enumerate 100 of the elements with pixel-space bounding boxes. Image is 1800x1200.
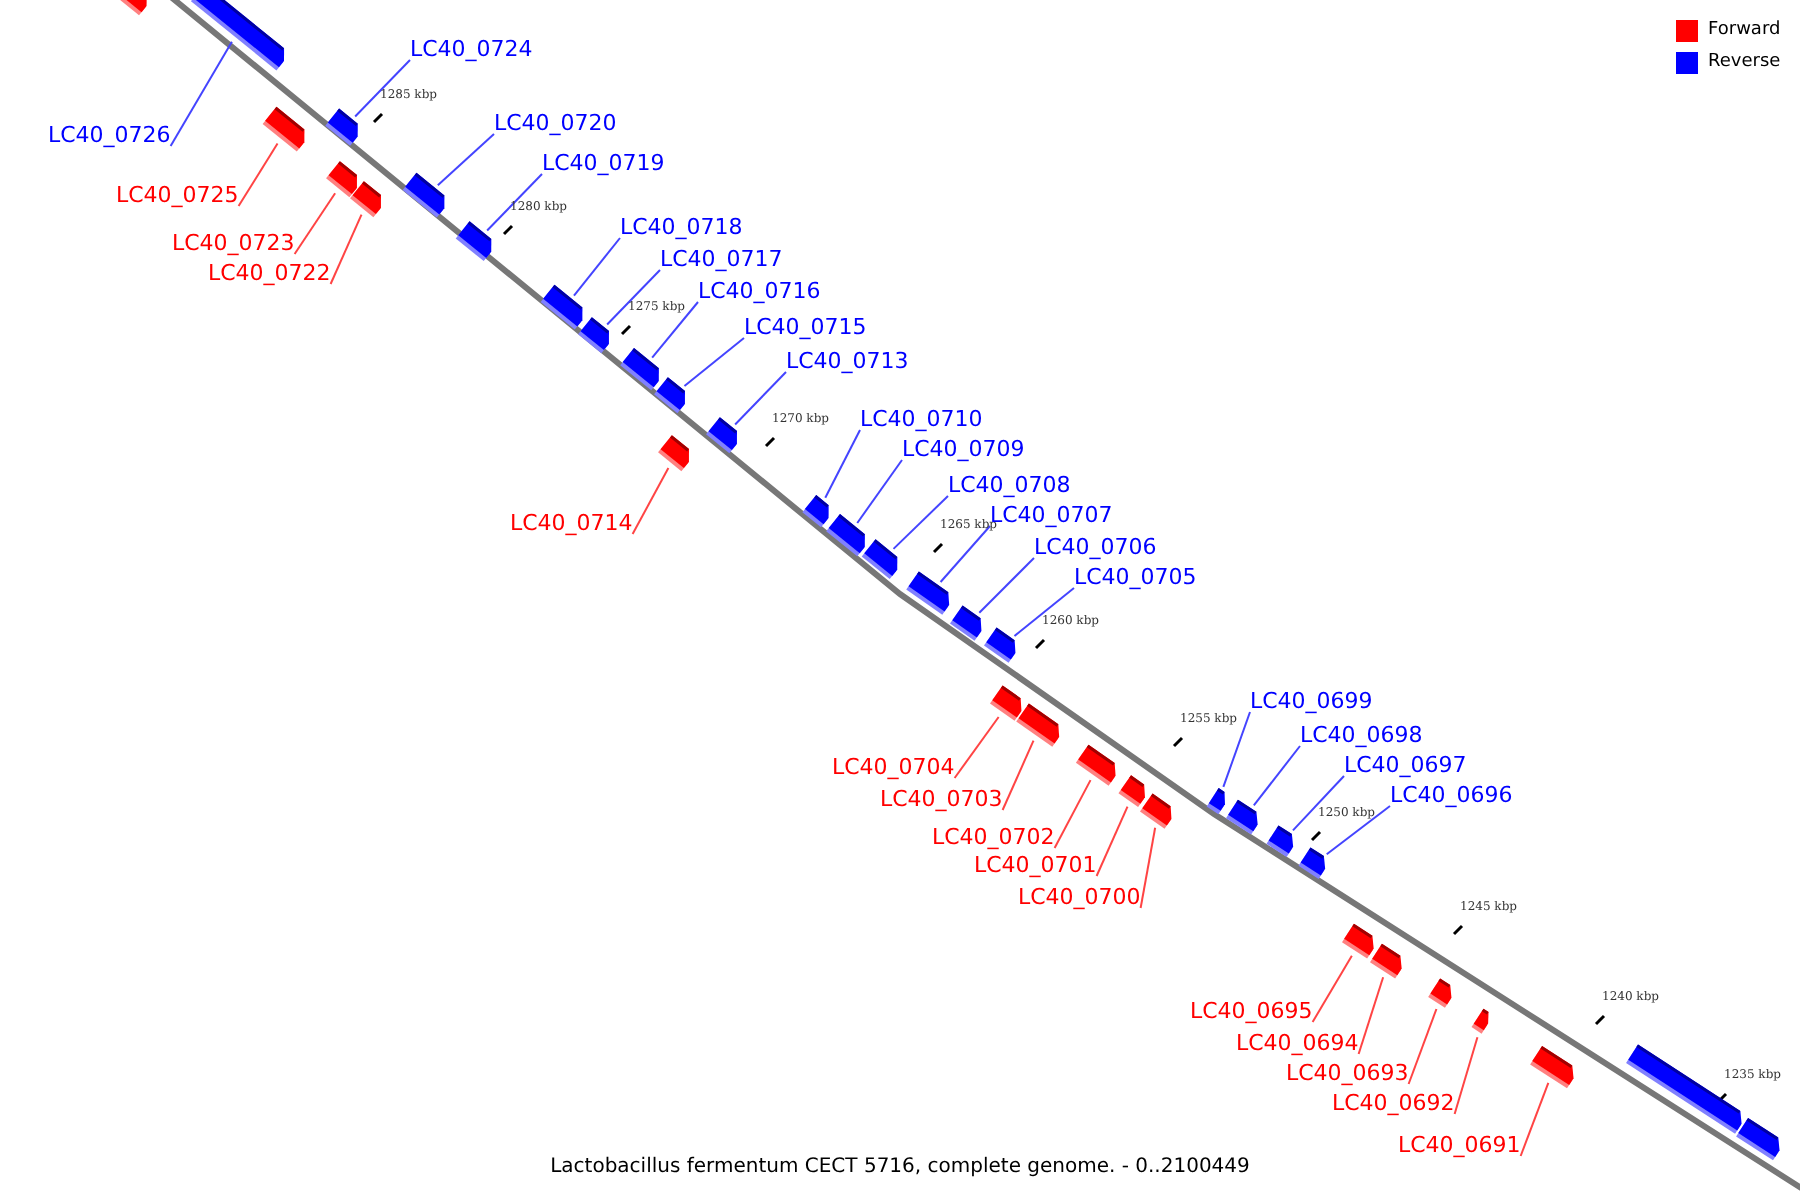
gene-label: LC40_0705 — [1074, 564, 1197, 590]
legend-label: Reverse — [1708, 50, 1781, 76]
gene-label: LC40_0704 — [832, 754, 955, 780]
gene-label: LC40_0713 — [786, 348, 909, 374]
leader-line — [606, 269, 661, 326]
leader-line — [354, 59, 411, 118]
leader-line — [573, 237, 621, 297]
gene-block — [578, 317, 609, 354]
leader-line — [734, 371, 787, 426]
leader-line — [631, 467, 670, 535]
leader-line — [892, 495, 949, 550]
leader-line — [329, 213, 363, 285]
gene-label: LC40_0700 — [1018, 884, 1141, 910]
gene-block — [1266, 825, 1294, 857]
leader-line — [1407, 1008, 1438, 1085]
gene-block — [990, 685, 1022, 721]
gene-block — [1530, 1045, 1574, 1089]
gene-label: LC40_0717 — [660, 246, 783, 272]
leader-line — [436, 133, 495, 187]
gene-block — [1471, 1008, 1489, 1034]
gene-block — [1140, 793, 1172, 829]
gene-label: LC40_0696 — [1390, 782, 1513, 808]
gene-block — [826, 514, 865, 557]
gene-label: LC40_0692 — [1332, 1090, 1455, 1116]
gene-label: LC40_0719 — [542, 150, 665, 176]
gene-block — [540, 284, 583, 330]
leader-line — [1139, 826, 1157, 909]
leader-line — [1311, 954, 1353, 1023]
leader-line — [1095, 805, 1129, 877]
gene-block — [1369, 943, 1402, 979]
gene-block — [455, 221, 492, 262]
gene-block — [950, 605, 982, 641]
gene-label: LC40_0706 — [1034, 534, 1157, 560]
leader-line — [1453, 1036, 1479, 1115]
gene-block — [350, 181, 381, 218]
gene-label: LC40_0722 — [208, 260, 331, 286]
leader-line — [1252, 745, 1301, 807]
leader-line — [1001, 739, 1035, 811]
gene-label: LC40_0710 — [860, 406, 983, 432]
leader-line — [1222, 711, 1251, 788]
gene-block — [1075, 744, 1116, 786]
leader-line — [293, 192, 337, 255]
gene-block — [984, 627, 1016, 663]
gene-block — [1225, 799, 1258, 835]
leader-line — [651, 301, 699, 359]
gene-block — [120, 0, 147, 16]
gene-block — [1206, 788, 1225, 815]
leader-line — [978, 557, 1035, 614]
gene-block — [802, 495, 829, 528]
gene-block — [326, 161, 357, 198]
leader-line — [1519, 1081, 1550, 1157]
gene-block — [906, 571, 950, 615]
gene-block — [706, 417, 737, 454]
gene-label: LC40_0724 — [410, 36, 533, 62]
gene-label: LC40_0714 — [510, 510, 633, 536]
gene-label: LC40_0709 — [902, 436, 1025, 462]
gene-block — [620, 348, 659, 391]
leader-line — [824, 429, 861, 499]
leader-line — [683, 337, 745, 387]
gene-label: LC40_0693 — [1286, 1060, 1409, 1086]
gene-block — [1298, 847, 1326, 879]
gene-label: LC40_0707 — [990, 502, 1113, 528]
leader-line — [237, 142, 279, 207]
gene-label: LC40_0701 — [974, 852, 1097, 878]
gene-label: LC40_0725 — [116, 182, 239, 208]
leader-line — [856, 459, 903, 524]
gene-block — [1428, 978, 1452, 1008]
gene-label: LC40_0715 — [744, 314, 867, 340]
gene-label: LC40_0698 — [1300, 722, 1423, 748]
leader-line — [1291, 775, 1345, 832]
gene-block — [190, 0, 285, 71]
gene-label: LC40_0697 — [1344, 752, 1467, 778]
gene-label: LC40_0694 — [1236, 1030, 1359, 1056]
gene-block — [1341, 923, 1374, 959]
leader-line — [486, 173, 543, 232]
leader-line — [1357, 976, 1385, 1055]
gene-block — [325, 108, 358, 146]
gene-label: LC40_0718 — [620, 214, 743, 240]
gene-label: LC40_0723 — [172, 230, 295, 256]
gene-label: LC40_0691 — [1398, 1132, 1521, 1158]
gene-block — [654, 377, 685, 414]
gene-label: LC40_0703 — [880, 786, 1003, 812]
gene-block — [1016, 703, 1060, 747]
gene-block — [658, 435, 689, 472]
leader-line — [169, 40, 233, 147]
gene-block — [861, 539, 898, 580]
gene-block — [262, 106, 305, 152]
legend-label: Forward — [1708, 18, 1781, 44]
gene-block — [1118, 775, 1145, 808]
gene-block — [402, 172, 445, 218]
gene-block — [1736, 1117, 1780, 1161]
gene-label: LC40_0720 — [494, 110, 617, 136]
caption: Lactobacillus fermentum CECT 5716, complete genome. - 0..2100449 — [550, 1156, 1250, 1178]
gene-label: LC40_0695 — [1190, 998, 1313, 1024]
leader-line — [953, 716, 1000, 779]
gene-label: LC40_0702 — [932, 824, 1055, 850]
gene-label: LC40_0716 — [698, 278, 821, 304]
leader-line — [1325, 805, 1391, 856]
gene-label: LC40_0726 — [48, 122, 171, 148]
leader-line — [1013, 587, 1075, 637]
